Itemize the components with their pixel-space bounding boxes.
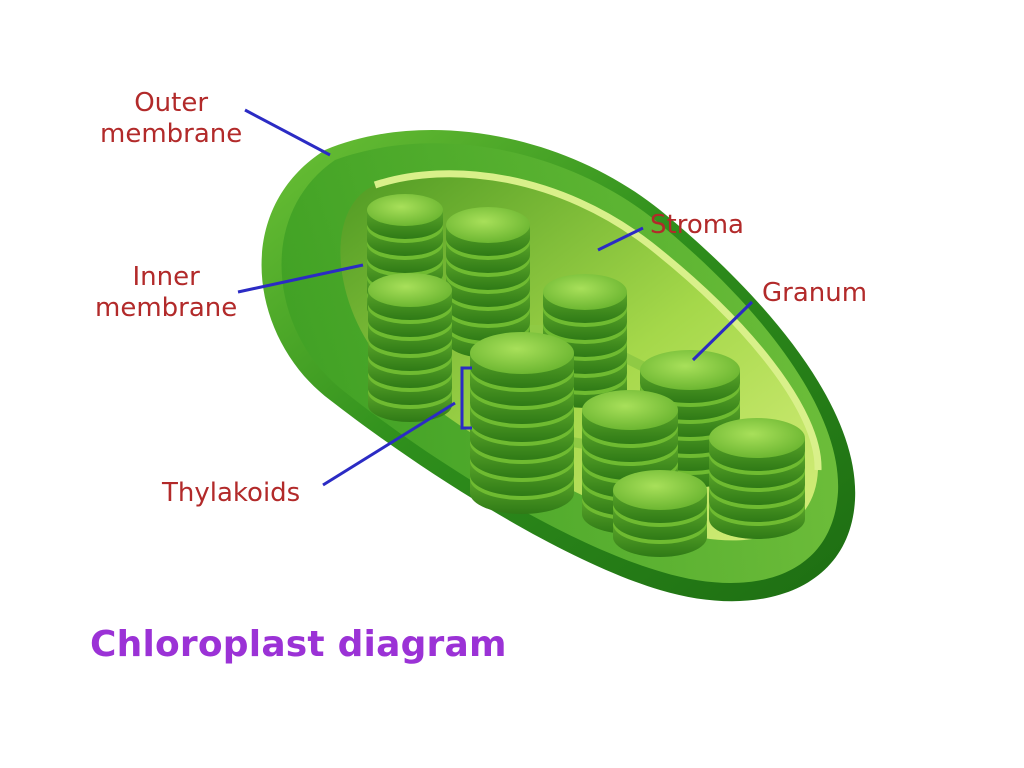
granum-leader [691, 300, 754, 362]
thylakoid-disc [582, 390, 678, 430]
granum-stack [368, 273, 452, 422]
thylakoids-label: Thylakoids [162, 478, 301, 508]
outer-membrane-label: Outer membrane [100, 88, 243, 149]
thylakoid-disc [709, 418, 805, 458]
stroma-leader [597, 226, 644, 252]
thylakoid-bracket [460, 366, 472, 430]
thylakoids-leader [322, 401, 456, 487]
thylakoid-disc [367, 194, 443, 226]
granum-stack [470, 332, 574, 514]
inner-membrane-label: Inner membrane [95, 262, 238, 323]
thylakoid-disc [368, 273, 452, 307]
thylakoid-disc [446, 207, 530, 243]
leader-lines [237, 108, 754, 487]
thylakoid-disc [470, 332, 574, 374]
diagram-title: Chloroplast diagram [90, 624, 507, 665]
thylakoid-disc [613, 470, 707, 510]
grana-group [367, 194, 805, 557]
granum-label: Granum [762, 278, 868, 308]
thylakoid-disc [640, 350, 740, 390]
inner-membrane-leader [237, 263, 364, 294]
stroma-label: Stroma [650, 210, 744, 240]
thylakoid-disc [543, 274, 627, 310]
granum-stack [709, 418, 805, 539]
outer-membrane-leader [244, 108, 331, 157]
granum-stack [613, 470, 707, 557]
